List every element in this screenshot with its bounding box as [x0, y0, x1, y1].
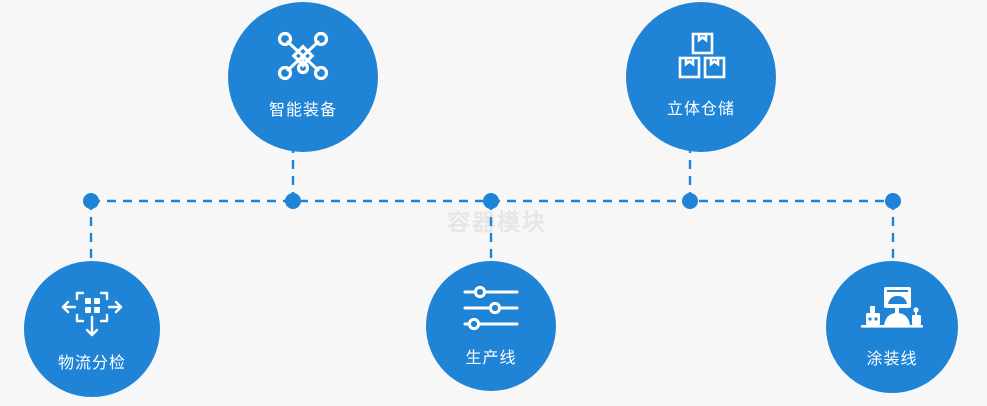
sorting-arrows-icon [61, 285, 123, 339]
node-label: 智能装备 [268, 100, 337, 119]
node-label: 涂装线 [866, 349, 918, 368]
watermark-text: 容器模块 [447, 210, 547, 236]
junction-dot-right [885, 193, 901, 209]
network-nodes-icon [275, 30, 331, 82]
node-label: 立体仓储 [666, 99, 735, 118]
sliders-icon [462, 284, 520, 332]
node-production-line[interactable]: 生产线 [426, 261, 556, 391]
node-painting-line[interactable]: 涂装线 [826, 261, 958, 393]
node-smart-equipment[interactable]: 智能装备 [228, 2, 378, 152]
junction-dot-left [83, 193, 99, 209]
stacked-boxes-icon [673, 31, 729, 81]
node-sorting[interactable]: 物流分检 [24, 261, 160, 397]
node-warehouse[interactable]: 立体仓储 [626, 2, 776, 152]
paint-booth-icon [860, 285, 924, 333]
junction-dot-center [483, 193, 499, 209]
junction-dot-wh [682, 193, 698, 209]
node-label: 物流分检 [57, 353, 126, 372]
junction-dot-smart [285, 193, 301, 209]
node-label: 生产线 [465, 348, 517, 367]
